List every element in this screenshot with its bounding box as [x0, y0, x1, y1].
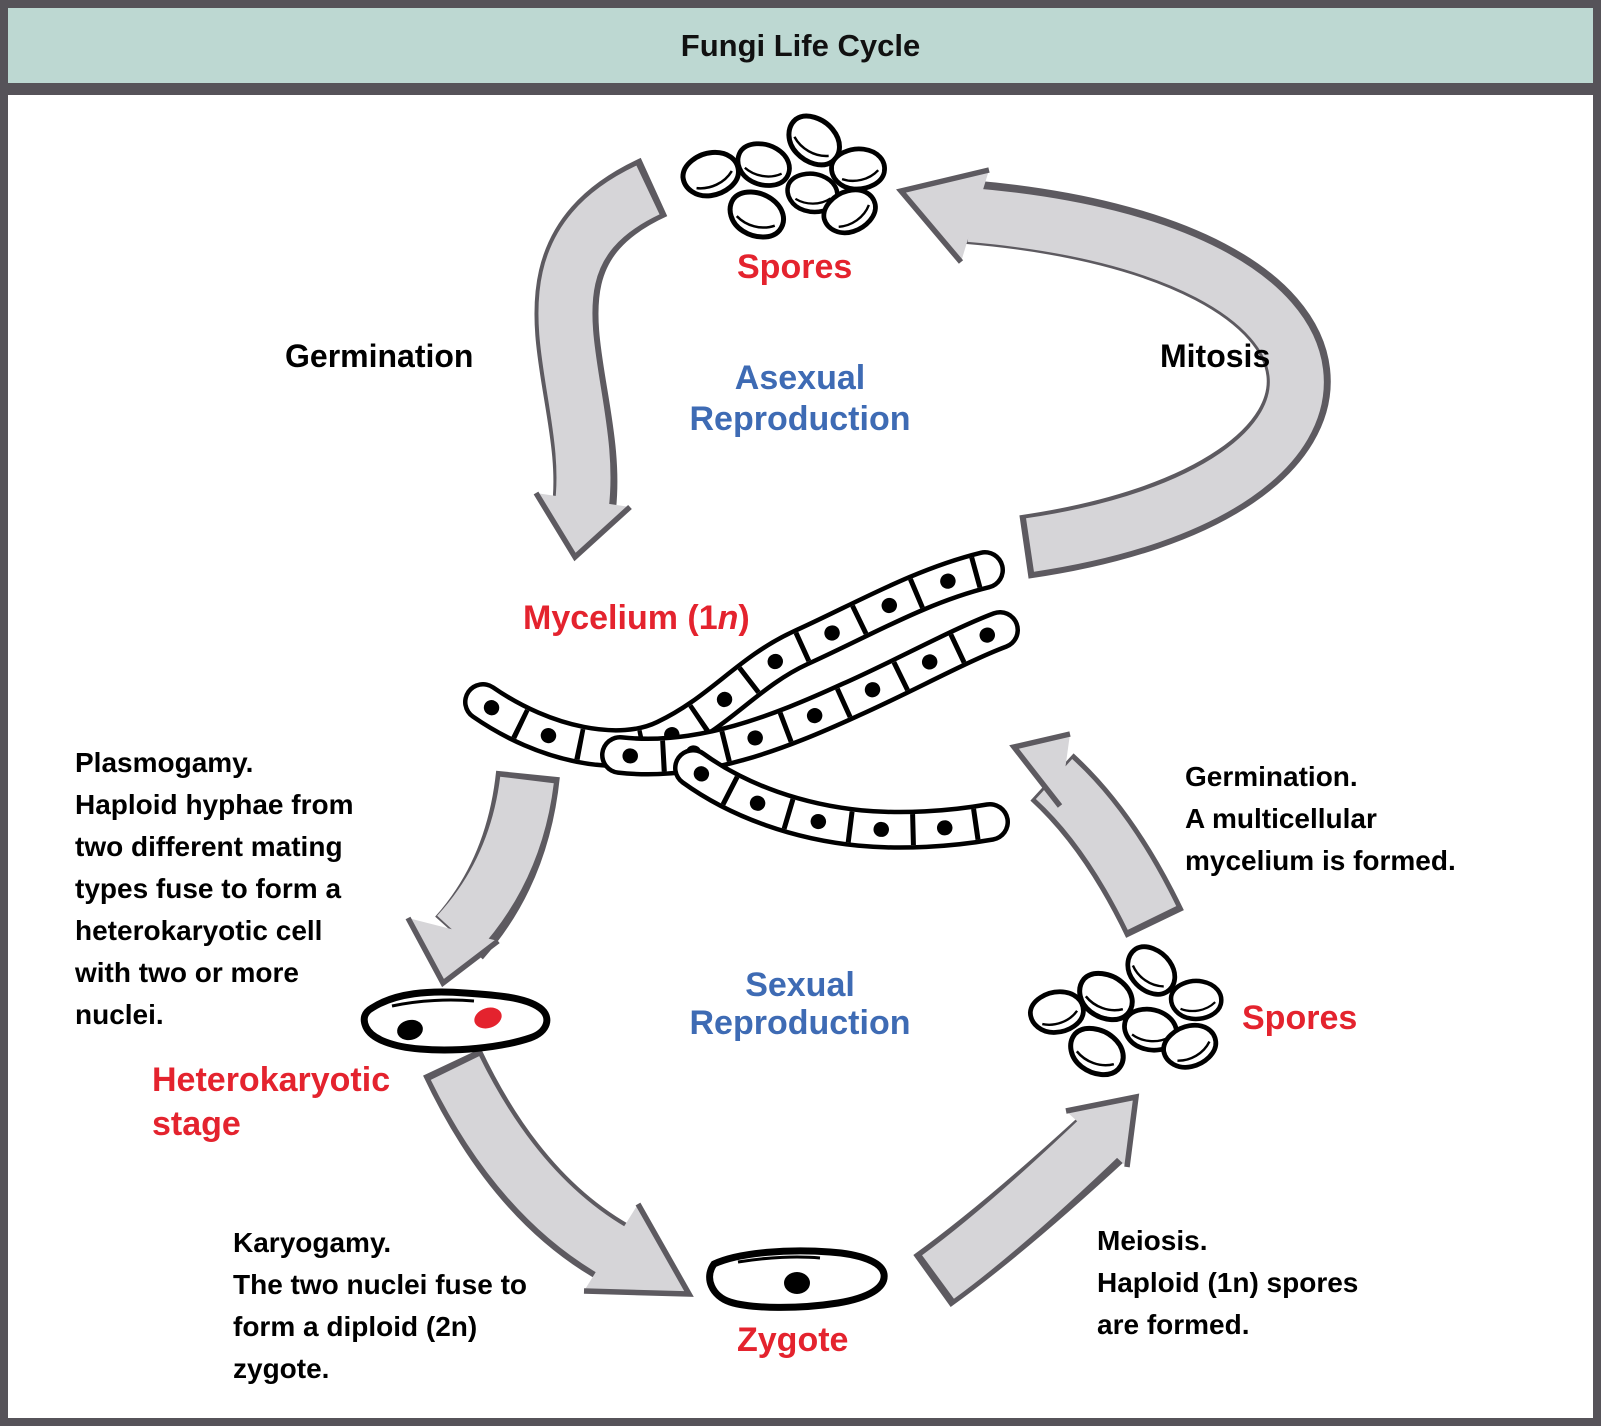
zygote-cell	[706, 1247, 888, 1311]
heterokaryotic-cell	[360, 988, 551, 1054]
hypha-strand-top	[463, 550, 1005, 768]
spores-right-cluster	[1026, 938, 1223, 1082]
label-zygote: Zygote	[737, 1321, 849, 1359]
label-spores-right: Spores	[1242, 999, 1358, 1037]
label-asexual-reproduction: Asexual Reproduction	[689, 359, 911, 438]
title-bar: Fungi Life Cycle	[8, 8, 1593, 83]
label-heterokaryotic-stage: Heterokaryotic stage	[152, 1061, 391, 1143]
plasmogamy-arrow	[405, 770, 560, 988]
diagram-area	[8, 95, 1593, 1418]
spores-top-cluster	[678, 107, 888, 244]
karyogamy-arrow	[423, 1048, 694, 1297]
label-mycelium-post: )	[738, 599, 750, 637]
label-germination-left: Germination	[285, 338, 474, 374]
label-mycelium-pre: Mycelium (1	[523, 599, 718, 637]
label-sexual-reproduction: Sexual Reproduction	[689, 966, 911, 1042]
text-plasmogamy: Plasmogamy. Haploid hyphae from two diff…	[75, 747, 354, 1030]
germination-arrow-asexual	[533, 157, 669, 562]
label-mitosis: Mitosis	[1160, 338, 1271, 374]
zygote-nucleus	[784, 1272, 810, 1294]
hypha-strand-lower	[673, 748, 1010, 850]
text-meiosis: Meiosis. Haploid (1n) spores are formed.	[1097, 1225, 1359, 1340]
label-mycelium-n: n	[717, 599, 739, 637]
page-title: Fungi Life Cycle	[680, 27, 921, 63]
label-mycelium: Mycelium (1n)	[523, 596, 750, 640]
red-nucleus	[474, 1007, 502, 1029]
text-karyogamy: Karyogamy. The two nuclei fuse to form a…	[233, 1227, 528, 1384]
mitosis-arrow	[896, 167, 1331, 579]
mycelium-illustration	[463, 550, 1020, 850]
germination-arrow-sexual	[1009, 731, 1184, 938]
text-germination-right: Germination. A multicellular mycelium is…	[1185, 761, 1456, 876]
meiosis-arrow	[913, 1093, 1140, 1307]
label-spores-top: Spores	[737, 248, 853, 286]
black-nucleus	[397, 1019, 423, 1041]
